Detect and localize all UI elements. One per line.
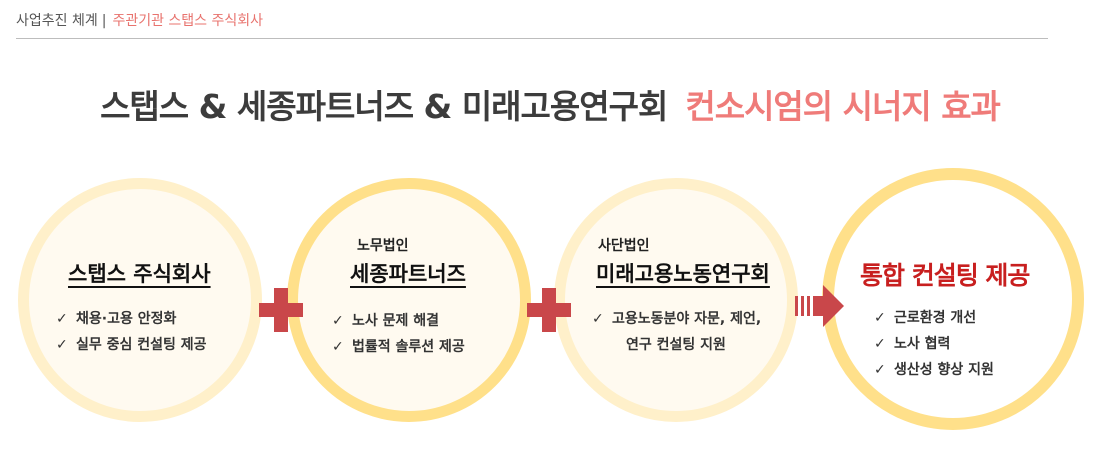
check-icon: ✓ [332,313,344,329]
list-item: ✓생산성 향상 지원 [874,357,994,383]
result-circle [822,168,1084,430]
check-icon: ✓ [874,336,886,352]
headline-accent: 컨소시엄의 시너지 효과 [685,87,1001,126]
list-item: ✓채용·고용 안정화 [56,306,207,332]
partner-staffs-items: ✓채용·고용 안정화 ✓실무 중심 컨설팅 제공 [56,306,207,358]
result-items: ✓근로환경 개선 ✓노사 협력 ✓생산성 향상 지원 [874,305,994,383]
breadcrumb: 사업추진 체계| 주관기관 스탭스 주식회사 [16,10,263,30]
check-icon: ✓ [874,362,886,378]
partner-circle-mirae [554,178,798,422]
breadcrumb-separator: | [101,13,107,29]
check-icon: ✓ [592,311,604,327]
partner-prefix: 노무법인 [357,238,409,254]
result-title: 통합 컨설팅 제공 [860,261,1030,290]
partner-name: 세종파트너즈 [350,262,466,286]
list-item: ✓근로환경 개선 [874,305,994,331]
list-item: ✓고용노동분야 자문, 제언, [592,306,761,332]
partner-mirae: 사단법인 [598,235,650,255]
header-divider [16,38,1048,39]
list-item: 연구 컨설팅 지원 [626,337,726,353]
partner-circle-sejong [287,178,531,422]
headline-main: 스탭스 & 세종파트너즈 & 미래고용연구회 [100,87,668,126]
plus-icon [259,288,303,332]
breadcrumb-section: 사업추진 체계 [16,13,98,29]
partner-sejong-items: ✓노사 문제 해결 ✓법률적 솔루션 제공 [332,308,465,360]
check-icon: ✓ [874,310,886,326]
partner-prefix: 사단법인 [598,238,650,254]
plus-icon [527,288,571,332]
result-block: 통합 컨설팅 제공 [860,256,1030,292]
partner-name: 미래고용노동연구회 [596,262,770,286]
breadcrumb-current: 주관기관 스탭스 주식회사 [112,13,264,29]
partner-sejong-name: 세종파트너즈 [350,258,466,288]
partner-staffs: 스탭스 주식회사 [68,258,211,288]
list-item: ✓노사 문제 해결 [332,308,465,334]
check-icon: ✓ [332,339,344,355]
list-item: ✓법률적 솔루션 제공 [332,334,465,360]
page-headline: 스탭스 & 세종파트너즈 & 미래고용연구회 컨소시엄의 시너지 효과 [0,80,1100,128]
check-icon: ✓ [56,311,68,327]
list-item: ✓노사 협력 [874,331,994,357]
partner-mirae-name: 미래고용노동연구회 [596,258,770,288]
partner-mirae-items: ✓고용노동분야 자문, 제언, 연구 컨설팅 지원 [592,306,761,358]
partner-circle-staffs [18,178,262,422]
check-icon: ✓ [56,337,68,353]
partner-name: 스탭스 주식회사 [68,262,211,286]
arrow-right-icon [795,285,844,327]
list-item: ✓실무 중심 컨설팅 제공 [56,332,207,358]
partner-sejong: 노무법인 [357,235,409,255]
